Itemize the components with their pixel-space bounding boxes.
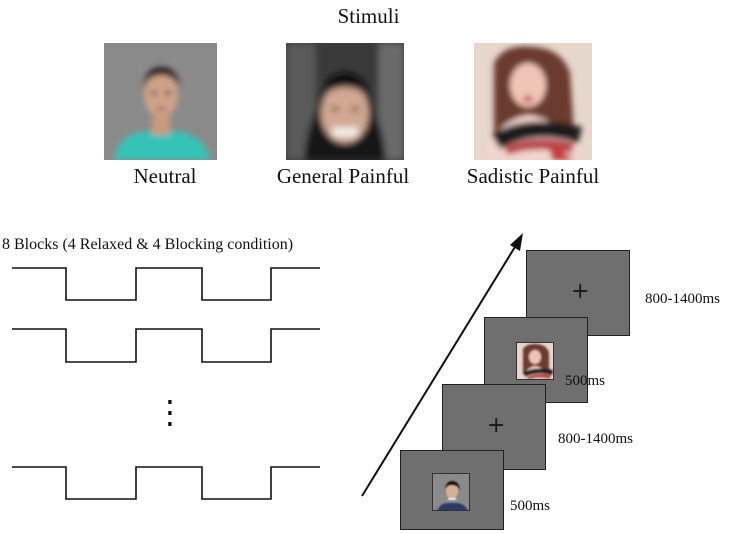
blocks-caption: 8 Blocks (4 Relaxed & 4 Blocking conditi… [2,236,294,253]
neutral-thumbnail [432,473,470,511]
duration-label-1: 800-1400ms [645,291,720,307]
fixation-cross-icon: + [487,413,506,438]
time-arrow-line [361,241,519,497]
duration-label-2: 500ms [565,373,606,389]
sadistic-painful-face-photo [474,43,592,160]
sadistic-painful-thumbnail [516,342,554,380]
label-general-painful: General Painful [276,164,410,188]
label-neutral: Neutral [133,164,197,188]
duration-label-3: 800-1400ms [558,431,633,447]
block-row-2 [12,328,320,363]
general-painful-face-photo [286,43,404,160]
trial-screen-stimulus-2 [400,450,504,530]
fixation-cross-icon: + [571,279,590,304]
label-sadistic-painful: Sadistic Painful [466,164,600,188]
block-row-1 [12,267,320,301]
neutral-face-photo [104,43,217,160]
time-arrow-head [510,233,523,251]
block-ellipsis: ⋮ [154,393,186,431]
block-row-3 [12,466,320,500]
stimuli-title: Stimuli [337,4,400,28]
duration-label-4: 500ms [510,498,551,514]
